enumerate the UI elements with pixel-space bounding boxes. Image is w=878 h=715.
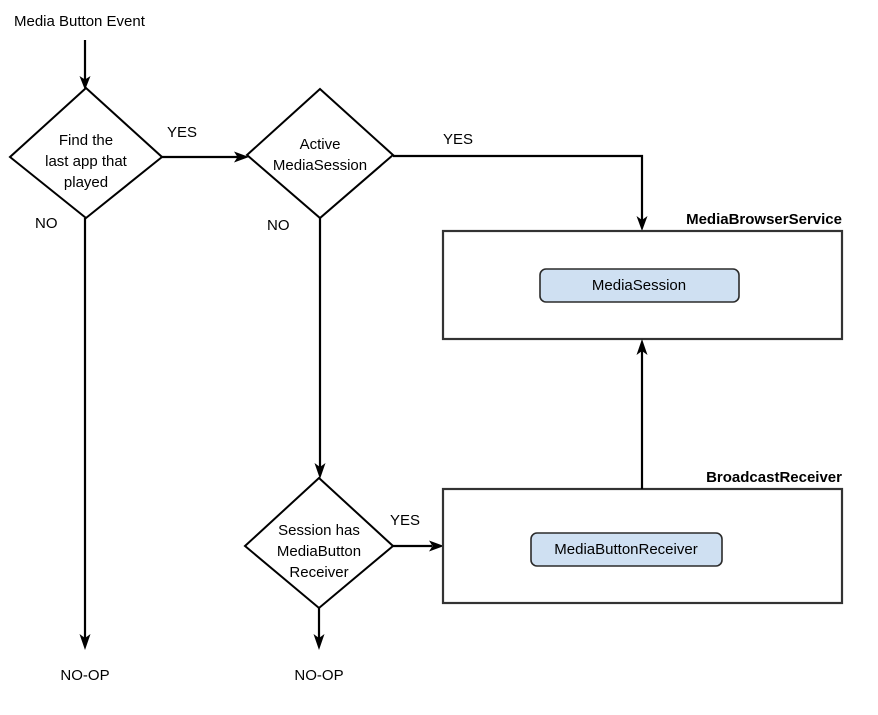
connector-decision1-no-to-noop-left [79, 218, 91, 650]
node-media-session[interactable]: MediaSession [539, 268, 740, 303]
decision-active-mediasession[interactable]: Active MediaSession [245, 87, 395, 220]
terminal-no-op-middle: NO-OP [294, 667, 343, 684]
decision-find-last-app[interactable]: Find the last app that played [8, 86, 164, 220]
container-media-browser-service[interactable]: MediaBrowserService MediaSession [441, 211, 844, 341]
connector-decision2-no-to-decision3 [314, 218, 326, 479]
decision-active-mediasession-line-2: MediaSession [273, 157, 367, 174]
connector-decision3-to-noop-middle [313, 608, 325, 650]
terminal-no-op-left: NO-OP [60, 667, 109, 684]
media-button-receiver-label: MediaButtonReceiver [554, 541, 697, 558]
edge-label-yes-active-mediasession: YES [443, 131, 473, 148]
connector-decision3-yes-to-broadcastreceiver [393, 540, 444, 552]
container-caption-broadcast-receiver: BroadcastReceiver [706, 469, 842, 486]
container-broadcast-receiver[interactable]: BroadcastReceiver MediaButtonReceiver [441, 469, 844, 605]
decision-session-has-receiver-line-1: Session has [278, 522, 360, 539]
decision-active-mediasession-line-1: Active [300, 136, 341, 153]
decision-find-last-app-line-1: Find the [59, 132, 113, 149]
edge-label-no-active-mediasession: NO [267, 217, 290, 234]
media-button-receiver-pill [530, 532, 723, 567]
decision-find-last-app-line-2: last app that [45, 153, 128, 170]
decision-find-last-app-line-3: played [64, 174, 108, 191]
connector-decision2-yes-to-mediabrowserservice [393, 154, 648, 231]
connector-broadcastreceiver-to-mediabrowserservice [636, 339, 648, 489]
connector-start-to-decision1 [79, 40, 91, 90]
edge-label-yes-find-last-app: YES [167, 124, 197, 141]
connector-decision1-yes-to-decision2 [162, 151, 249, 163]
decision-session-has-mediabutton-receiver[interactable]: Session has MediaButton Receiver [243, 476, 395, 610]
media-session-label: MediaSession [592, 277, 686, 294]
decision-session-has-receiver-line-2: MediaButton [277, 543, 361, 560]
decision-session-has-receiver-line-3: Receiver [289, 564, 348, 581]
edge-label-yes-session-has-receiver: YES [390, 512, 420, 529]
start-label: Media Button Event [14, 13, 146, 30]
container-caption-media-browser-service: MediaBrowserService [686, 211, 842, 228]
media-session-pill [539, 268, 740, 303]
edge-label-no-find-last-app: NO [35, 215, 58, 232]
node-media-button-receiver[interactable]: MediaButtonReceiver [530, 532, 723, 567]
